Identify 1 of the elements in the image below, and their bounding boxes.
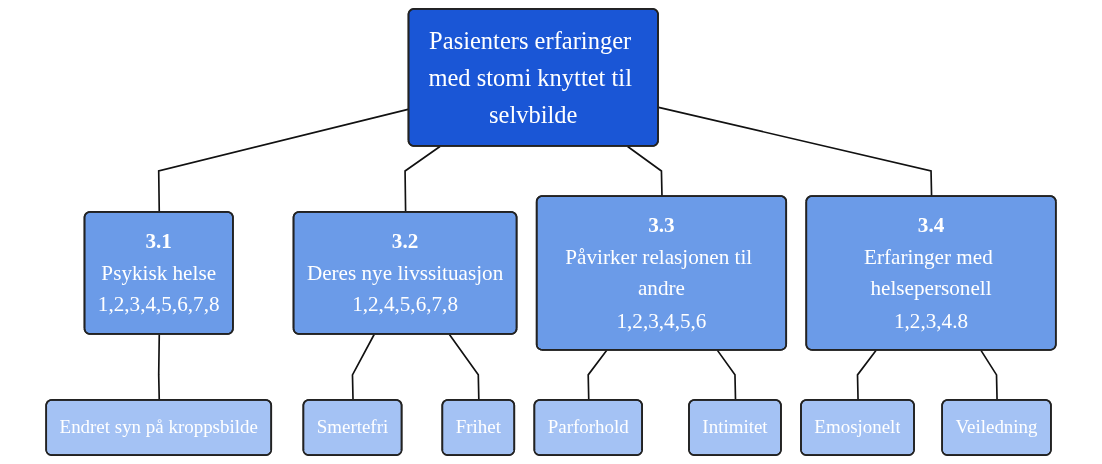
connector — [626, 145, 663, 198]
